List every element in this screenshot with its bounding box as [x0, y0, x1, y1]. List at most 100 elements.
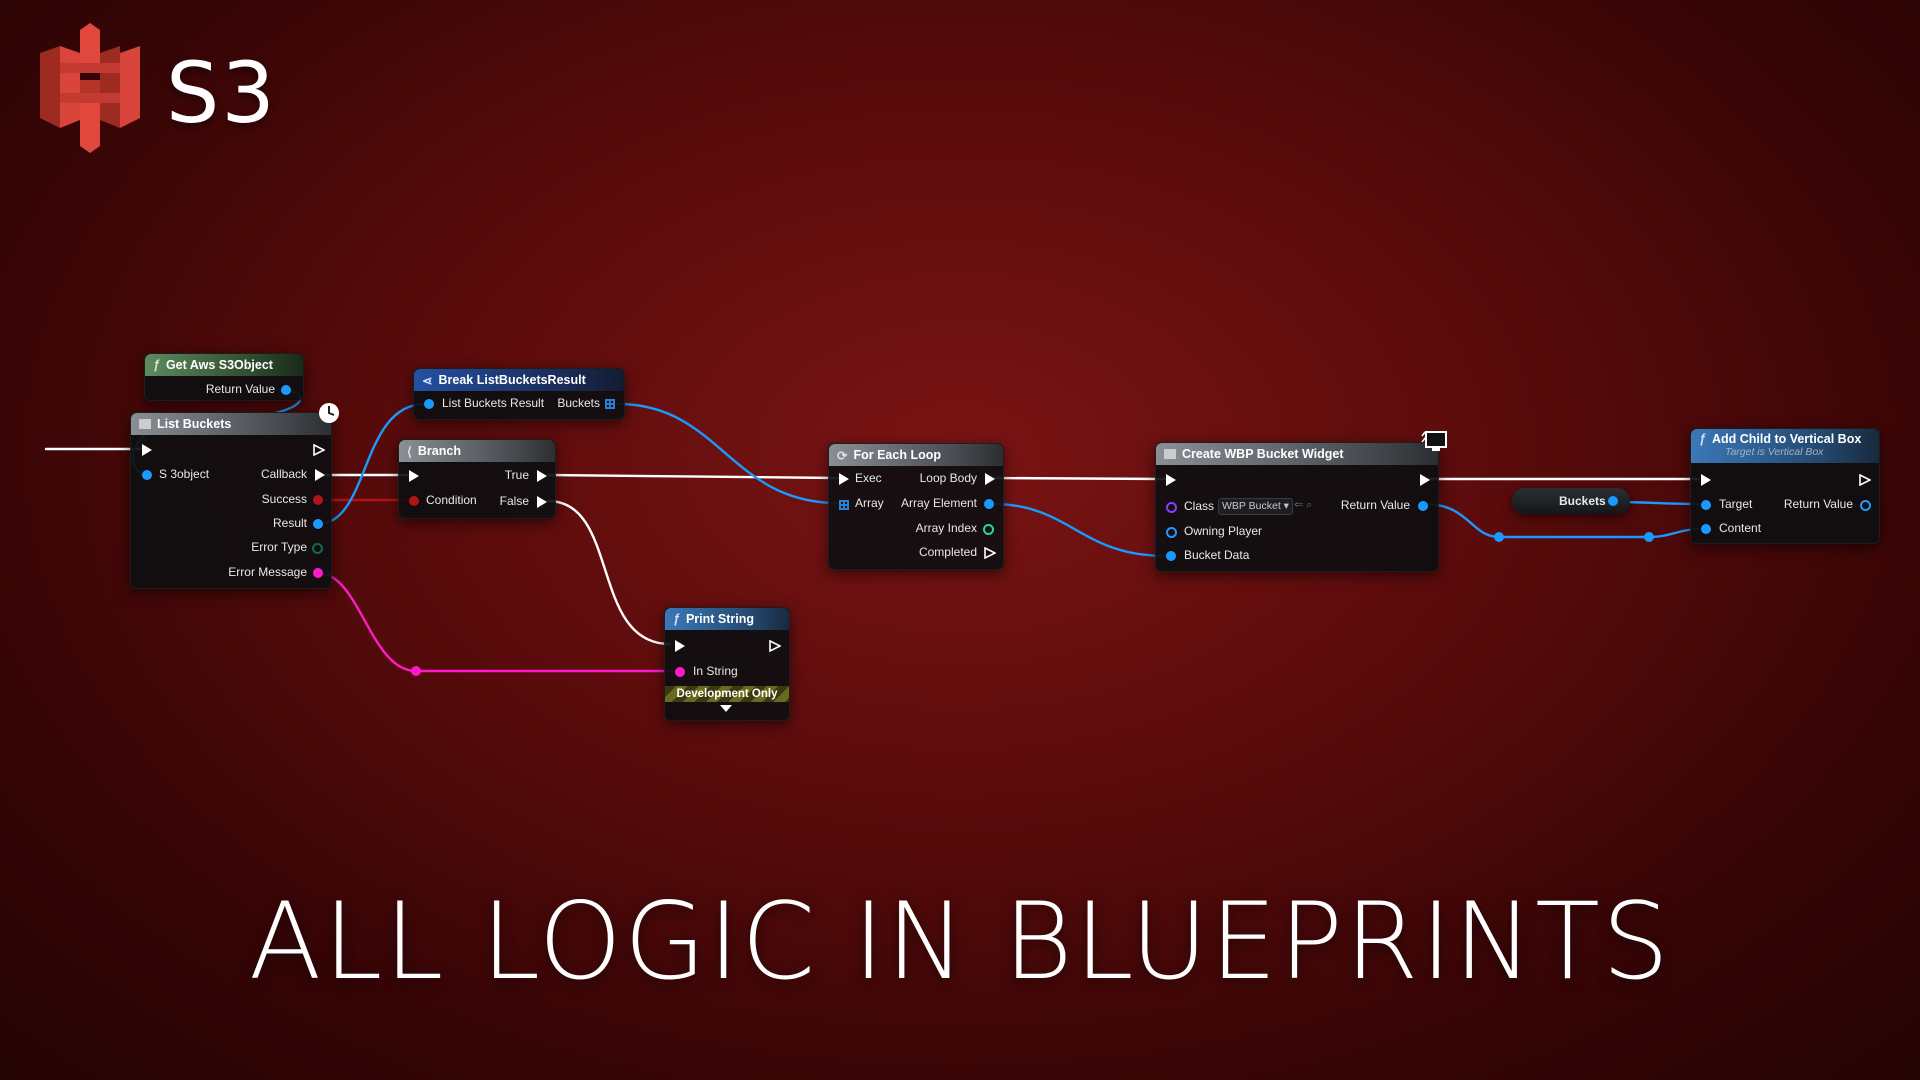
- return-value-pin[interactable]: [281, 385, 291, 395]
- exec-in-pin[interactable]: [1701, 474, 1711, 486]
- result-pin[interactable]: [313, 519, 323, 529]
- callback-pin[interactable]: [315, 469, 325, 481]
- result-label: Result: [272, 516, 307, 530]
- node-for-each-loop[interactable]: ⟳ For Each Loop Exec Loop Body Array Arr…: [828, 443, 1004, 570]
- success-label: Success: [261, 492, 307, 506]
- function-icon: ƒ: [673, 612, 680, 626]
- node-title: For Each Loop: [853, 448, 941, 462]
- buckets-variable-pin[interactable]: [1608, 496, 1618, 506]
- error-message-pin[interactable]: [313, 568, 323, 578]
- return-value-label: Return Value: [1783, 497, 1853, 511]
- exec-in-pin[interactable]: [839, 473, 849, 485]
- buckets-array-pin[interactable]: [605, 399, 615, 409]
- exec-out-pin[interactable]: [313, 444, 325, 456]
- array-element-pin[interactable]: [984, 499, 994, 509]
- node-break-listbucketsresult[interactable]: ⋖ Break ListBucketsResult List Buckets R…: [413, 368, 625, 420]
- node-title: Print String: [685, 612, 755, 626]
- target-pin[interactable]: [1701, 500, 1711, 510]
- completed-label: Completed: [918, 545, 977, 559]
- browse-icon[interactable]: ⇐ ⌕: [1294, 499, 1313, 511]
- class-label: Class: [1184, 499, 1215, 513]
- list-buckets-result-label: List Buckets Result: [442, 396, 545, 410]
- node-add-child-to-vertical-box[interactable]: ƒ Add Child to Vertical Box Target is Ve…: [1690, 428, 1880, 544]
- exec-wire-true: [546, 473, 840, 480]
- loop-icon: ⟳: [837, 448, 848, 463]
- array-element-label: Array Element: [900, 496, 977, 510]
- true-pin[interactable]: [537, 470, 547, 482]
- completed-pin[interactable]: [984, 547, 996, 559]
- expand-arrow-icon[interactable]: [720, 705, 732, 712]
- exec-out-pin[interactable]: [1859, 474, 1871, 486]
- node-title: Get Aws S3Object: [165, 358, 273, 372]
- string-wire-error: [316, 571, 678, 673]
- array-label: Array: [855, 496, 884, 510]
- loop-body-pin[interactable]: [985, 473, 995, 485]
- content-label: Content: [1719, 521, 1762, 535]
- node-get-aws-s3object[interactable]: ƒ Get Aws S3Object Return Value: [144, 353, 304, 401]
- buckets-variable-node[interactable]: Buckets: [1512, 488, 1630, 514]
- class-pin[interactable]: [1166, 502, 1177, 513]
- bucket-data-pin[interactable]: [1166, 551, 1176, 561]
- in-string-label: In String: [693, 664, 738, 678]
- node-create-wbp-bucket-widget[interactable]: Create WBP Bucket Widget Class WBP Bucke…: [1155, 442, 1439, 572]
- target-label: Target: [1719, 497, 1753, 511]
- exec-in-pin[interactable]: [409, 470, 419, 482]
- macro-node-icon: [139, 419, 151, 429]
- condition-pin[interactable]: [409, 496, 419, 506]
- false-label: False: [499, 494, 529, 508]
- array-pin[interactable]: [839, 500, 849, 510]
- success-pin[interactable]: [313, 495, 323, 505]
- s3object-pin[interactable]: [142, 470, 152, 480]
- array-wire-buckets: [616, 402, 840, 505]
- node-title: Create WBP Bucket Widget: [1182, 447, 1344, 461]
- error-type-pin[interactable]: [312, 543, 323, 554]
- reroute-knot: [1494, 532, 1504, 542]
- node-header: ⟳ For Each Loop: [829, 444, 1003, 466]
- class-select-value: WBP Bucket: [1222, 500, 1281, 512]
- node-list-buckets[interactable]: List Buckets S 3object Callback Success …: [130, 412, 332, 589]
- bucket-data-label: Bucket Data: [1184, 548, 1250, 562]
- in-string-pin[interactable]: [675, 667, 685, 677]
- callback-label: Callback: [260, 467, 307, 481]
- return-value-pin[interactable]: [1418, 501, 1428, 511]
- s3object-label: S 3object: [159, 467, 210, 481]
- owning-player-pin[interactable]: [1166, 527, 1177, 538]
- return-value-pin[interactable]: [1860, 500, 1871, 511]
- node-branch[interactable]: ⟨ Branch True Condition False: [398, 439, 556, 519]
- condition-label: Condition: [426, 493, 477, 507]
- list-buckets-result-pin[interactable]: [424, 399, 434, 409]
- buckets-variable-label: Buckets: [1559, 494, 1606, 508]
- aws-s3-bucket-logo: [40, 23, 140, 153]
- widget-icon: [1164, 449, 1176, 459]
- logo-text: S3: [166, 44, 277, 142]
- node-title: Break ListBucketsResult: [438, 373, 586, 387]
- true-label: True: [504, 468, 529, 482]
- node-title: List Buckets: [157, 417, 232, 431]
- array-index-label: Array Index: [915, 521, 977, 535]
- exec-wire-false: [546, 499, 672, 646]
- node-title: Branch: [417, 444, 461, 458]
- false-pin[interactable]: [537, 496, 547, 508]
- class-select[interactable]: WBP Bucket ▾: [1218, 498, 1293, 515]
- node-header: ƒ Print String: [665, 608, 789, 630]
- exec-in-pin[interactable]: [142, 444, 152, 456]
- exec-in-pin[interactable]: [675, 640, 685, 652]
- buckets-label: Buckets: [557, 396, 600, 410]
- reroute-knot: [1644, 532, 1654, 542]
- function-icon: ƒ: [1699, 432, 1706, 446]
- array-index-pin[interactable]: [983, 524, 994, 535]
- error-type-label: Error Type: [251, 540, 307, 554]
- exec-wire-loopbody: [991, 476, 1168, 481]
- node-header: ⋖ Break ListBucketsResult: [414, 369, 624, 391]
- reroute-knot: [411, 666, 421, 676]
- monitor-icon: [1421, 431, 1447, 451]
- exec-out-pin[interactable]: [769, 640, 781, 652]
- exec-in-pin[interactable]: [1166, 474, 1176, 486]
- node-print-string[interactable]: ƒ Print String In String Development Onl…: [664, 607, 790, 721]
- function-icon: ƒ: [153, 358, 160, 372]
- exec-out-pin[interactable]: [1420, 474, 1430, 486]
- content-pin[interactable]: [1701, 524, 1711, 534]
- node-header: ⟨ Branch: [399, 440, 555, 462]
- object-wire-result: [316, 402, 427, 526]
